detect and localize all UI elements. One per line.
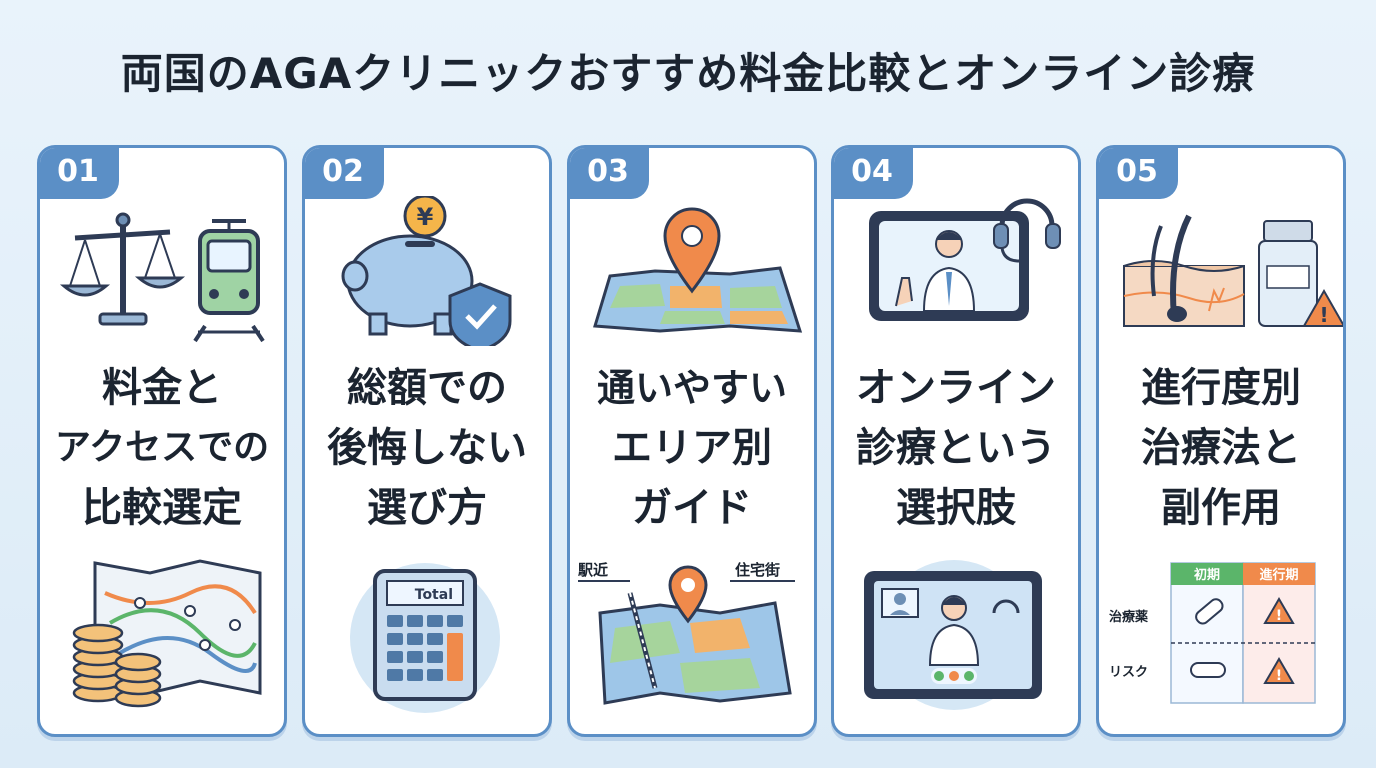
area-map-icon: 駅近 住宅街 (577, 561, 795, 705)
card-number: 05 (1099, 148, 1178, 199)
route-map-and-coins-icon (72, 559, 262, 708)
card-heading: オンライン 診療という 選択肢 (856, 365, 1056, 531)
hair-follicle-medicine-icon: ! (1123, 214, 1343, 327)
scale-and-train-icon (59, 212, 265, 343)
svg-text:治療薬: 治療薬 (1109, 609, 1149, 625)
page-title: 両国のAGAクリニックおすすめ料金比較とオンライン診療 (120, 49, 1256, 98)
svg-text:初期: 初期 (1194, 567, 1220, 583)
card-01: 01 料金と アクセスでの 比較選定 (37, 145, 287, 737)
map-pin-icon (593, 207, 803, 333)
card-number: 01 (40, 148, 119, 199)
svg-text:!: ! (1319, 303, 1328, 327)
card-heading: 進行度別 治療法と 副作用 (1141, 365, 1301, 531)
video-call-icon (864, 560, 1042, 710)
treatment-risk-table: 初期 進行期 治療薬 リスク ! ! (1109, 562, 1316, 704)
card-number: 04 (834, 148, 913, 199)
piggy-bank-shield-icon: ¥ (341, 196, 512, 346)
card-heading: 通いやすい エリア別 ガイド (596, 366, 787, 531)
card-03: 03 通いやすい エリア別 ガイド 駅近 住宅街 (567, 145, 817, 737)
svg-text:リスク: リスク (1109, 665, 1148, 680)
card-number: 02 (305, 148, 384, 199)
card-02: 02 ¥ 総額での 後悔しない 選び方 Total (302, 145, 552, 737)
card-number: 03 (570, 148, 649, 199)
calculator-icon: Total (350, 563, 500, 713)
svg-text:駅近: 駅近 (577, 561, 608, 579)
card-05: 05 ! 進行度別 治療法と 副作用 初期 進行期 治療薬 リスク ! ! (1096, 145, 1346, 737)
svg-text:Total: Total (415, 587, 453, 603)
svg-text:¥: ¥ (417, 203, 434, 231)
card-heading: 料金と アクセスでの 比較選定 (54, 365, 270, 531)
svg-text:!: ! (1276, 608, 1282, 624)
card-04: 04 オンライン 診療という 選択肢 (831, 145, 1081, 737)
tablet-doctor-headset-icon (869, 198, 1061, 321)
card-heading: 総額での 後悔しない 選び方 (327, 365, 527, 531)
svg-text:進行期: 進行期 (1259, 567, 1298, 583)
svg-text:住宅街: 住宅街 (735, 561, 780, 579)
svg-text:!: ! (1276, 668, 1282, 684)
